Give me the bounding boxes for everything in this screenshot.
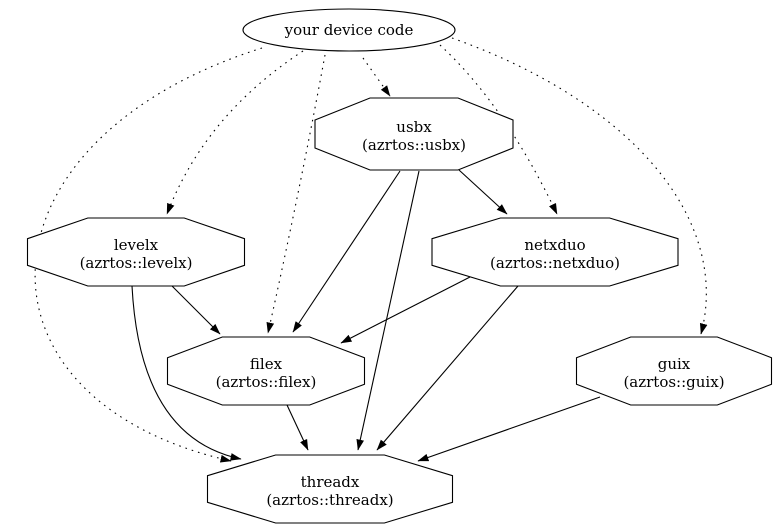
node-sublabel: (azrtos::usbx) [362, 136, 466, 154]
filex-octagon-shape [166, 336, 366, 406]
node-netxduo: netxduo(azrtos::netxduo) [431, 217, 679, 287]
edge-levelx-threadx [131, 285, 242, 461]
edge-device-usbx [362, 57, 391, 97]
edge-usbx-threadx [356, 170, 420, 451]
node-filex: filex(azrtos::filex) [166, 336, 366, 406]
node-sublabel: (azrtos::threadx) [266, 491, 393, 509]
node-label: guix [658, 355, 691, 373]
node-sublabel: (azrtos::filex) [216, 373, 317, 391]
node-label: threadx [301, 473, 360, 491]
usbx-octagon-shape [314, 97, 514, 171]
node-sublabel: (azrtos::netxduo) [490, 254, 620, 272]
node-label: netxduo [524, 236, 585, 254]
node-layer: your device codeusbx(azrtos::usbx)levelx… [26, 8, 773, 524]
node-label: usbx [396, 118, 432, 136]
node-sublabel: (azrtos::guix) [623, 373, 724, 391]
edge-netxduo-filex [340, 276, 471, 344]
netxduo-octagon-shape [431, 217, 679, 287]
node-threadx: threadx(azrtos::threadx) [206, 454, 454, 524]
node-label: filex [250, 355, 283, 373]
edge-guix-threadx [417, 396, 601, 462]
levelx-octagon-shape [26, 217, 246, 287]
edge-device-threadx [34, 47, 263, 463]
node-guix: guix(azrtos::guix) [575, 336, 773, 406]
edge-levelx-filex [171, 285, 221, 335]
edge-device-filex [266, 54, 326, 334]
node-device: your device code [242, 8, 456, 52]
device-ellipse-shape [242, 8, 456, 52]
node-sublabel: (azrtos::levelx) [80, 254, 193, 272]
node-usbx: usbx(azrtos::usbx) [314, 97, 514, 171]
edge-layer [34, 37, 708, 463]
edge-usbx-netxduo [458, 169, 508, 215]
edge-netxduo-threadx [376, 285, 519, 451]
edge-usbx-filex [292, 170, 401, 333]
node-label: levelx [114, 236, 159, 254]
threadx-octagon-shape [206, 454, 454, 524]
node-label: your device code [284, 21, 414, 39]
guix-octagon-shape [575, 336, 773, 406]
edge-filex-threadx [286, 404, 309, 451]
node-levelx: levelx(azrtos::levelx) [26, 217, 246, 287]
